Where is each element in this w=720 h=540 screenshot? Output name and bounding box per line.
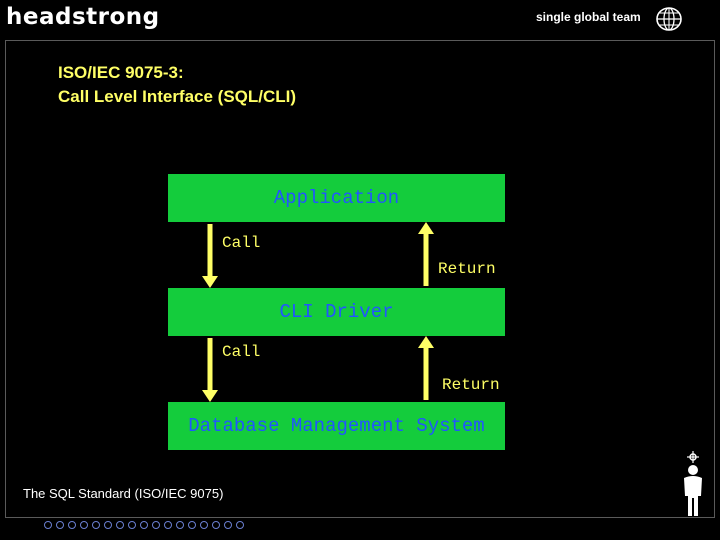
title-line-1: ISO/IEC 9075-3: [58, 63, 184, 82]
slide-nav-dots [44, 521, 244, 529]
nav-dot[interactable] [188, 521, 196, 529]
call-arrow-1 [202, 224, 218, 288]
headstrong-logo: headstrong [6, 4, 160, 30]
tagline: single global team [536, 10, 641, 24]
return-arrow-1 [418, 222, 434, 286]
nav-dot[interactable] [116, 521, 124, 529]
return-label-2: Return [442, 376, 500, 394]
nav-dot[interactable] [224, 521, 232, 529]
person-icon [684, 451, 702, 516]
return-arrow-2 [418, 336, 434, 400]
footer-caption: The SQL Standard (ISO/IEC 9075) [23, 486, 224, 501]
nav-dot[interactable] [152, 521, 160, 529]
nav-dot[interactable] [212, 521, 220, 529]
title-line-2: Call Level Interface (SQL/CLI) [58, 87, 297, 106]
return-label-1: Return [438, 260, 496, 278]
call-label-1: Call [222, 234, 261, 252]
call-arrow-2 [202, 338, 218, 402]
nav-dot[interactable] [92, 521, 100, 529]
nav-dot[interactable] [164, 521, 172, 529]
nav-dot[interactable] [200, 521, 208, 529]
nav-dot[interactable] [140, 521, 148, 529]
box-cli-driver: CLI Driver [168, 288, 505, 336]
globe-icon [656, 7, 682, 31]
call-label-2: Call [222, 343, 261, 361]
nav-dot[interactable] [104, 521, 112, 529]
nav-dot[interactable] [176, 521, 184, 529]
slide-title: ISO/IEC 9075-3: Call Level Interface (SQ… [58, 61, 296, 109]
slide-frame [5, 40, 715, 518]
nav-dot[interactable] [44, 521, 52, 529]
nav-dot[interactable] [128, 521, 136, 529]
nav-dot[interactable] [68, 521, 76, 529]
nav-dot[interactable] [236, 521, 244, 529]
box-dbms: Database Management System [168, 402, 505, 450]
box-application: Application [168, 174, 505, 222]
nav-dot[interactable] [56, 521, 64, 529]
nav-dot[interactable] [80, 521, 88, 529]
